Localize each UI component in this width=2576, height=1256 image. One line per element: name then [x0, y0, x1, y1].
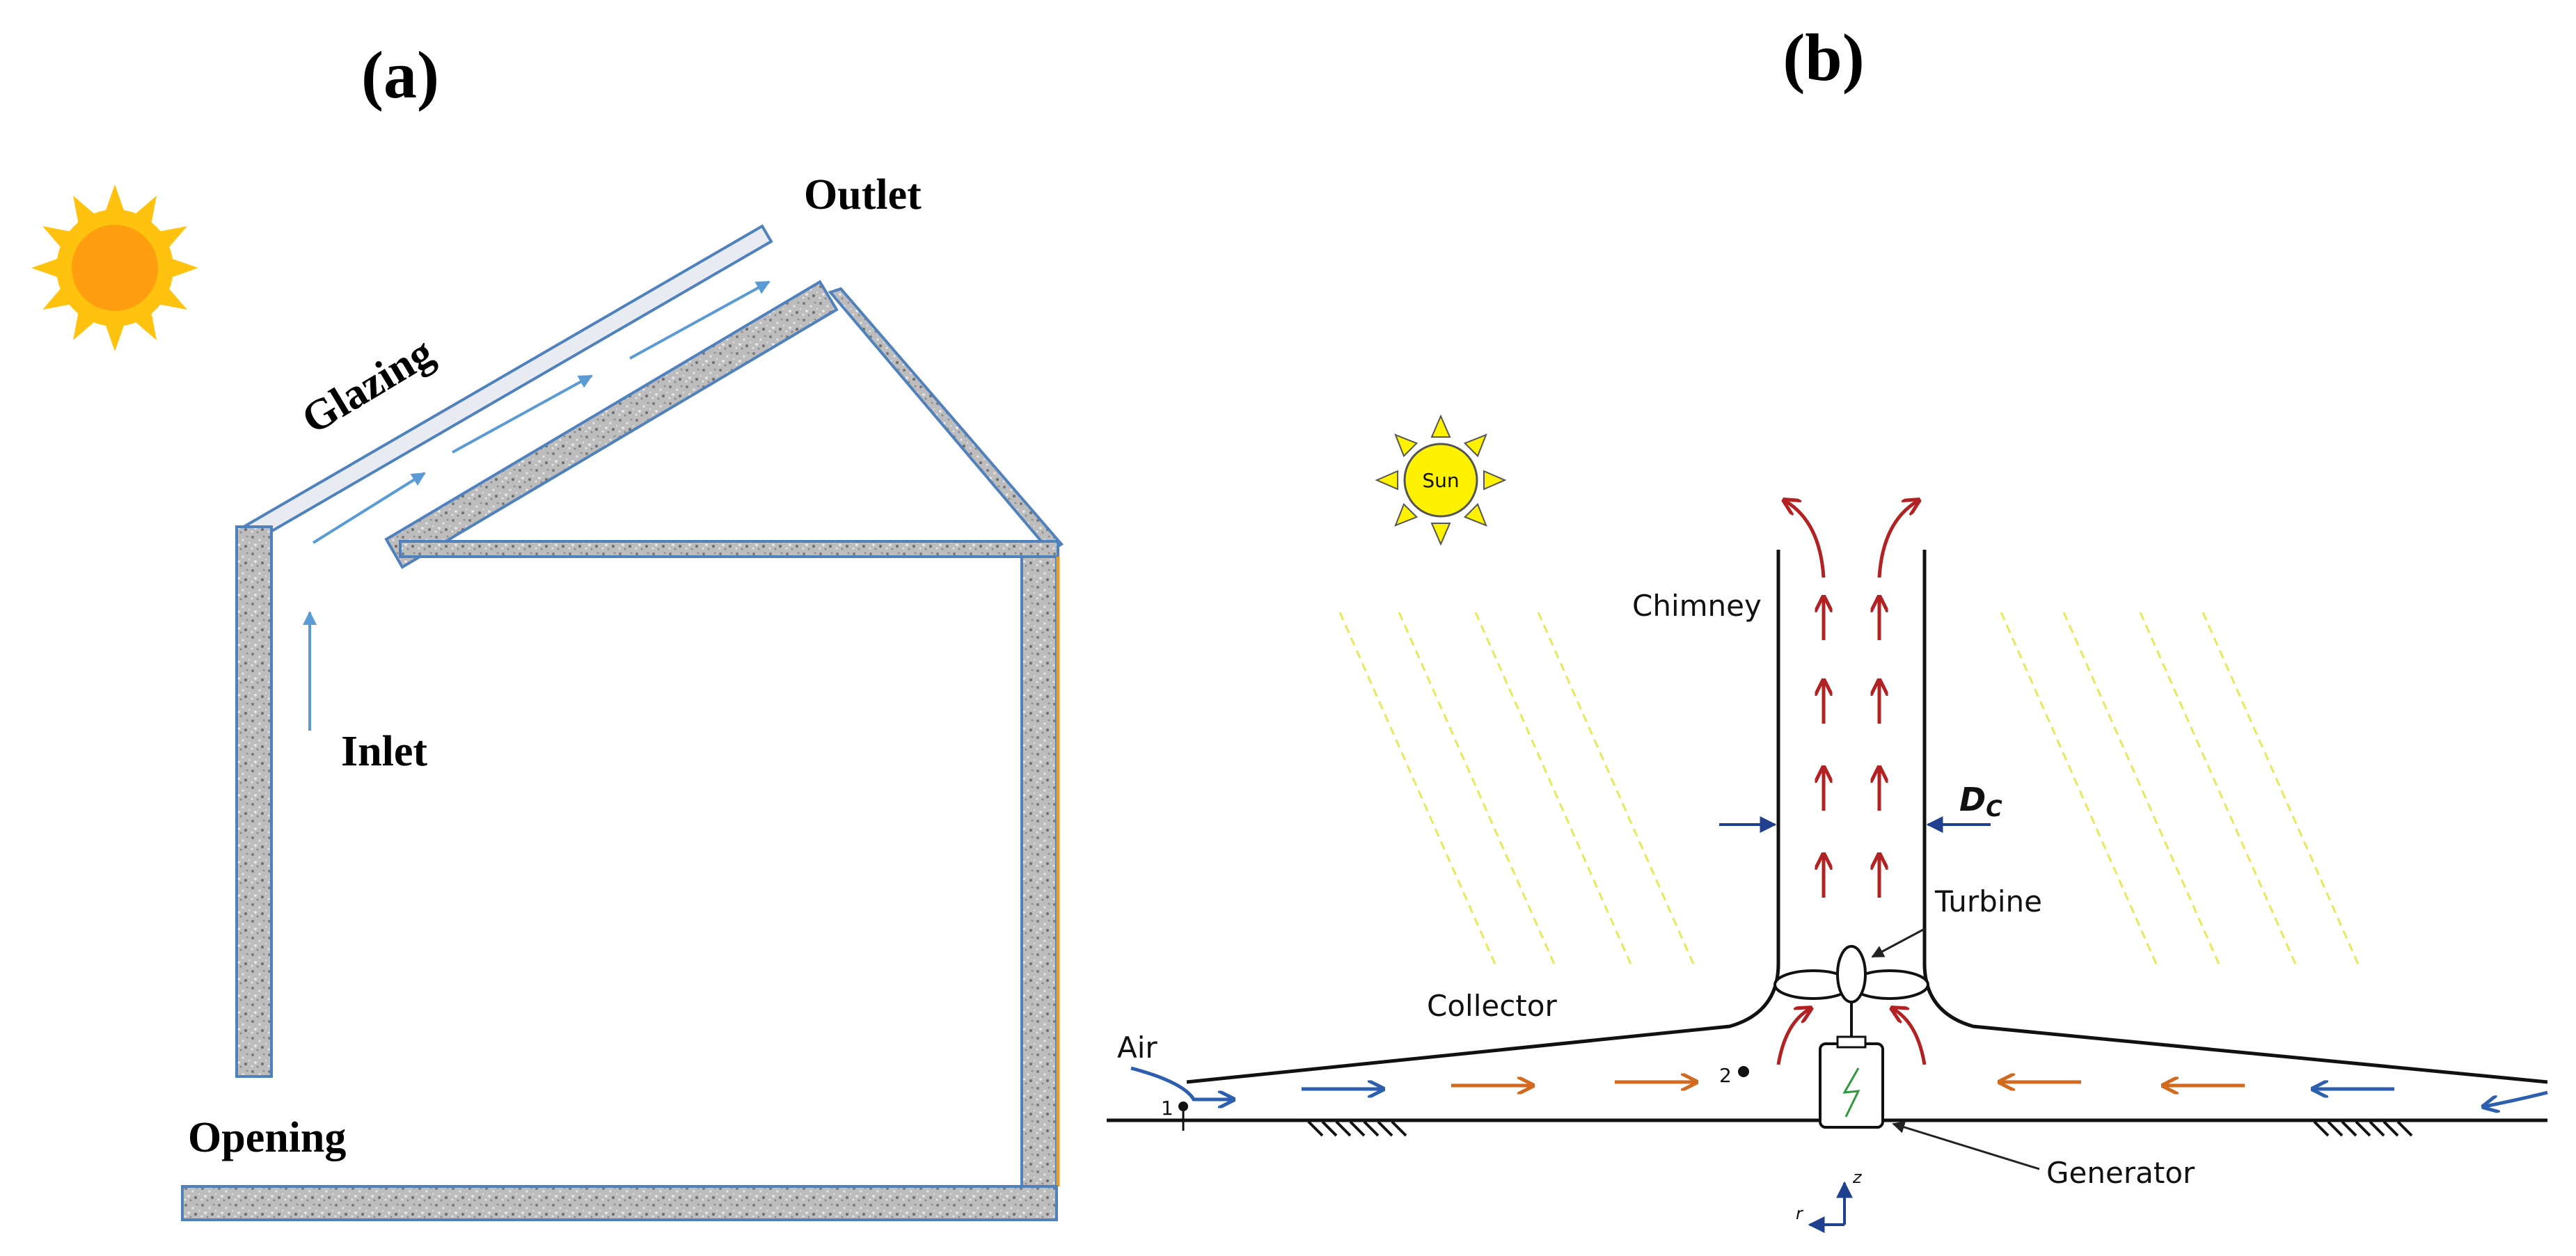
air-label: Air: [1117, 1031, 1157, 1065]
point-1-label: 1: [1161, 1097, 1174, 1120]
panel-b-letter: (b): [1783, 20, 1864, 95]
left-wall: [235, 525, 273, 1078]
panel-b: (b) Sun: [1107, 20, 2548, 1233]
flow-arrow-2: [452, 374, 593, 454]
small-sun-icon: [1375, 414, 1507, 546]
opening-label: Opening: [188, 1114, 346, 1161]
collector-flow-arrows: [1130, 1066, 2548, 1106]
ceiling-slab: [399, 540, 1059, 558]
inlet-label: Inlet: [341, 728, 427, 775]
axis-r-label: r: [1796, 1204, 1804, 1223]
ground-hatch-left: [1307, 1120, 1407, 1137]
point-2-marker: [1738, 1066, 1749, 1077]
panel-a: (a): [31, 38, 1064, 1221]
floor-slab: [181, 1185, 1058, 1221]
turbine-icon: [1773, 945, 1929, 1044]
sun-label: Sun: [1422, 469, 1459, 492]
roof-absorber: [384, 280, 839, 569]
chimney-flow-arrows: [1776, 501, 1927, 1065]
turbine-leader: [1871, 928, 1925, 958]
diameter-sub: C: [1986, 795, 2002, 822]
turbine-label: Turbine: [1934, 884, 2042, 919]
ground-hatch-right: [2313, 1120, 2413, 1137]
generator-label: Generator: [2046, 1156, 2195, 1190]
panel-a-letter: (a): [361, 38, 439, 112]
flow-arrow-3: [629, 280, 771, 360]
chimney: [1186, 550, 2548, 1084]
chimney-label: Chimney: [1632, 589, 1762, 623]
solar-rays-right: [2000, 612, 2361, 968]
outlet-label: Outlet: [804, 171, 922, 218]
right-wall: [1020, 555, 1058, 1188]
diameter-label: DC: [1959, 781, 2002, 822]
sun-icon: [31, 184, 198, 351]
right-roof: [828, 287, 1064, 553]
axis-z-label: z: [1852, 1168, 1863, 1187]
chimney-right-wall: [1922, 550, 2548, 1084]
point-2-label: 2: [1719, 1064, 1732, 1087]
airflow-arrows: [303, 280, 771, 731]
collector-label: Collector: [1427, 989, 1557, 1023]
diameter-main: D: [1959, 781, 1986, 818]
generator-icon: [1819, 1035, 1884, 1129]
generator-leader: [1892, 1121, 2040, 1170]
solar-rays-left: [1338, 612, 1696, 968]
chimney-left-wall: [1186, 550, 1780, 1084]
flow-arrow-1: [312, 472, 426, 544]
axis-indicator: [1808, 1181, 1853, 1233]
